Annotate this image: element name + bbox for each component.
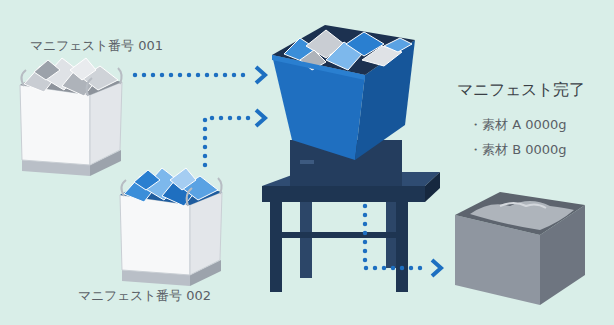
manifest-heading: マニフェスト完了 bbox=[457, 80, 585, 100]
output-arrow bbox=[365, 206, 441, 276]
material-line: ・素材 A 0000g bbox=[469, 117, 567, 133]
arrow-head bbox=[256, 110, 265, 126]
bulk-bag-blue bbox=[120, 168, 222, 286]
dotted-line bbox=[205, 118, 250, 165]
machine-node: マニフェスト完了・素材 A 0000g ・素材 B 0000g bbox=[265, 18, 595, 293]
shredder-machine bbox=[262, 25, 440, 292]
dotted-arrow bbox=[205, 110, 265, 165]
bag-node: マニフェスト番号 001 bbox=[20, 36, 135, 180]
bulk-bag-grey bbox=[20, 58, 122, 176]
arrow-head bbox=[256, 67, 265, 83]
dotted-arrow bbox=[135, 67, 265, 83]
manifest-number: マニフェスト番号 002 bbox=[78, 288, 211, 304]
bag-node: マニフェスト番号 002 bbox=[118, 165, 226, 305]
dotted-line bbox=[135, 73, 250, 78]
output-container bbox=[455, 192, 585, 305]
material-line: ・素材 B 0000g bbox=[469, 142, 567, 158]
manifest-number: マニフェスト番号 001 bbox=[30, 38, 163, 54]
